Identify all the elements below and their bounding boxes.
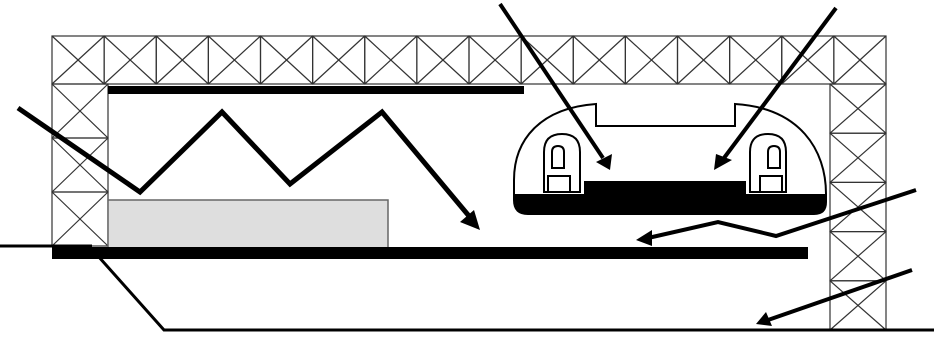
ground-line-lower — [96, 255, 934, 332]
zigzag-ray — [16, 105, 476, 224]
zigzag-ray-arrowhead — [460, 210, 480, 230]
hood-base — [514, 194, 826, 214]
right-figure — [749, 132, 787, 193]
ray-lower-right — [767, 268, 913, 322]
floor-slab — [52, 247, 808, 259]
left-figure — [543, 132, 581, 193]
hood-platform — [584, 181, 746, 196]
ray-lower-right-arrowhead — [756, 312, 772, 326]
steel-truss-frame — [51, 35, 887, 331]
ray-top-right — [722, 6, 838, 160]
ray-top-right-arrowhead — [714, 154, 732, 170]
right-zigzag-ray-arrowhead — [636, 230, 652, 246]
grey-block — [107, 199, 389, 249]
right-zigzag-ray — [647, 188, 917, 240]
ceiling-slab — [108, 86, 524, 94]
ray-top-left — [498, 2, 605, 160]
ray-top-left-arrowhead — [596, 154, 612, 170]
